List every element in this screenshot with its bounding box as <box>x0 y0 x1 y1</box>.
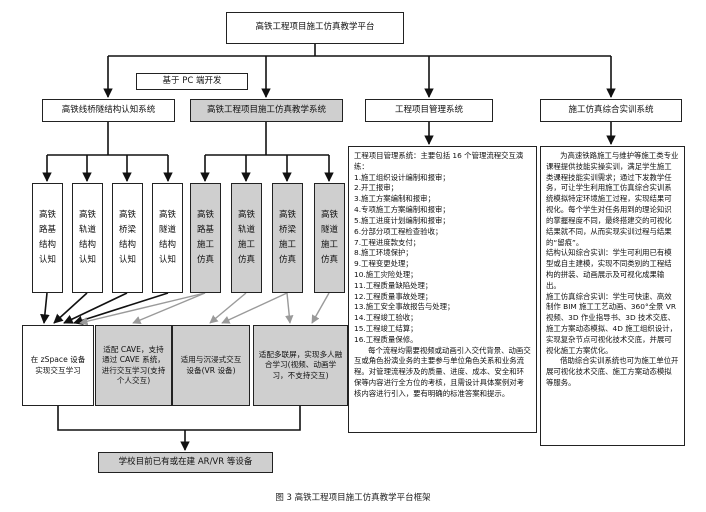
link-cog-zspace-3 <box>73 292 169 325</box>
multi-screen-box: 适配多联屏，实现多人融合学习(视频、动画学习，不支持交互) <box>253 325 348 406</box>
link-sim-vr-1 <box>209 292 247 324</box>
platform-root-box: 高铁工程项目施工仿真教学平台 <box>226 12 404 44</box>
link-sim-cave <box>132 292 206 324</box>
link-cog-zspace-2 <box>63 292 128 324</box>
ar-vr-equipment-box: 学校目前已有或在建 AR/VR 等设备 <box>98 452 273 473</box>
comprehensive-training-system-box: 施工仿真综合实训系统 <box>540 99 682 122</box>
link-sim-net-2 <box>311 292 330 324</box>
sim-leaf-subgrade: 高铁路基施工仿真 <box>190 183 221 293</box>
project-mgmt-description: 工程项目管理系统：主要包括 16 个管理流程交互演练： 1.施工组织设计编制和报… <box>348 146 537 433</box>
cognition-system-box: 高铁线桥隧结构认知系统 <box>42 99 175 122</box>
link-sim-net-1 <box>285 292 294 324</box>
zspace-device-box: 在 zSpace 设备实现交互学习 <box>22 325 94 406</box>
cognition-leaf-track: 高铁轨道结构认知 <box>72 183 103 293</box>
cave-device-box: 适配 CAVE，支持通过 CAVE 系统，进行交互学习(支持个人交互) <box>95 325 172 406</box>
link-sim-zspace <box>79 292 206 326</box>
sim-leaf-tunnel: 高铁隧道施工仿真 <box>314 183 345 293</box>
sim-leaf-bridge: 高铁桥梁施工仿真 <box>272 183 303 293</box>
pc-development-box: 基于 PC 端开发 <box>136 73 248 90</box>
figure-caption: 图 3 高铁工程项目施工仿真教学平台框架 <box>275 493 431 503</box>
link-sim-vr-2 <box>221 292 288 324</box>
sim-leaf-track: 高铁轨道施工仿真 <box>231 183 262 293</box>
cognition-leaf-tunnel: 高铁隧道结构认知 <box>152 183 183 293</box>
link-devices-bus <box>57 406 301 431</box>
link-cog-zspace-1 <box>53 292 88 324</box>
comprehensive-training-description: 为高速铁路施工与维护等施工类专业课程提供技能实操实训，满足学生施工类课程技能实训… <box>540 146 685 446</box>
project-mgmt-system-box: 工程项目管理系统 <box>365 99 493 122</box>
link-cog-zspace-0 <box>40 292 50 324</box>
vr-device-box: 适用与沉浸式交互设备(VR 设备) <box>172 325 250 406</box>
sim-teaching-system-box: 高铁工程项目施工仿真教学系统 <box>190 99 343 122</box>
cognition-leaf-subgrade: 高铁路基结构认知 <box>32 183 63 293</box>
cognition-leaf-bridge: 高铁桥梁结构认知 <box>112 183 143 293</box>
